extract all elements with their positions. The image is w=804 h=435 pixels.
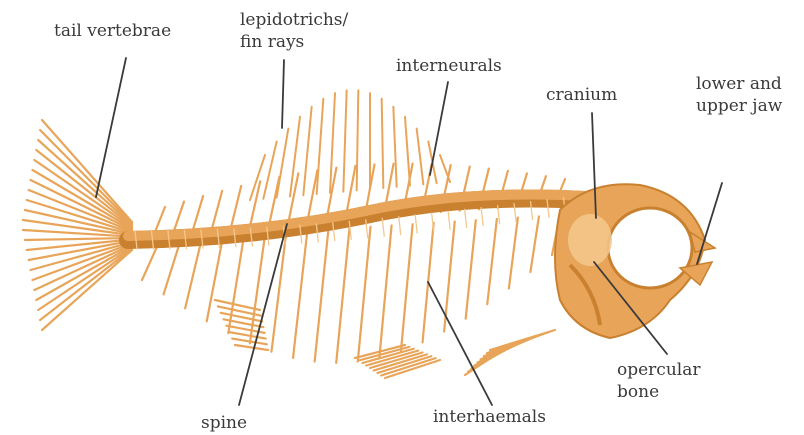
rib-bone — [271, 232, 286, 352]
rib-bone — [509, 218, 518, 289]
dorsal-fin-ray — [393, 107, 396, 187]
dorsal-fin-ray — [357, 90, 359, 190]
neural-spine — [307, 170, 317, 221]
tail-fin-ray — [36, 150, 132, 226]
neural-spine — [193, 196, 203, 229]
vertebra-segment — [382, 218, 384, 236]
dorsal-fin-ray — [317, 99, 324, 194]
vertebra-segment — [415, 215, 417, 233]
label-opercular-bone: opercular bone — [617, 359, 700, 403]
tail-fin — [23, 120, 132, 330]
neural-spine — [174, 201, 184, 230]
neural-spine — [231, 186, 241, 227]
rib-bone — [358, 227, 371, 362]
vertebra-segment — [481, 208, 483, 226]
rib-bone — [336, 228, 349, 363]
label-tail-vertebrae: tail vertebrae — [54, 20, 171, 42]
vertebra-segment — [448, 211, 450, 229]
neural-spine — [269, 177, 279, 224]
leader-interneurals — [430, 82, 448, 175]
label-lepidotrichs: lepidotrichs/ fin rays — [240, 9, 348, 53]
anal-fin-left — [355, 345, 440, 378]
cranium-bone — [568, 214, 612, 266]
label-interhaemals: interhaemals — [433, 406, 546, 428]
pelvic-fin-ray — [235, 345, 268, 350]
dorsal-fin-ray — [263, 141, 276, 198]
vertebral-column — [128, 195, 585, 250]
label-jaw: lower and upper jaw — [696, 73, 782, 117]
rib-bone — [185, 237, 202, 308]
dorsal-fin-ray — [303, 107, 311, 196]
leader-interhaemals — [428, 282, 492, 405]
tail-fin-ray — [38, 247, 132, 310]
rib-bone — [466, 220, 476, 318]
tail-fin-ray — [34, 245, 132, 290]
leader-lepidotrichs — [282, 60, 284, 128]
dorsal-fin — [250, 90, 450, 200]
label-interneurals: interneurals — [396, 55, 502, 77]
rib-bone — [487, 219, 497, 304]
pelvic-fin-ray — [215, 300, 260, 310]
vertebra-segment — [399, 217, 401, 235]
rib-bone — [379, 226, 391, 358]
anal-fin-right — [465, 330, 555, 375]
rib-bone — [530, 216, 539, 272]
neural-spine — [155, 207, 165, 232]
dorsal-fin-ray — [382, 99, 384, 188]
rib-bone — [207, 236, 223, 321]
leader-jaw — [697, 183, 722, 264]
dorsal-fin-ray — [343, 90, 346, 191]
neural-spine — [212, 191, 222, 228]
tail-fin-ray — [25, 238, 132, 240]
rib-bone — [228, 235, 244, 333]
label-cranium: cranium — [546, 84, 617, 106]
anal-fin-ray — [490, 330, 555, 350]
dorsal-fin-ray — [417, 129, 424, 185]
rib-bone — [315, 229, 329, 361]
rib-bone — [293, 231, 307, 358]
neural-spine — [288, 173, 298, 222]
rib-bone — [401, 224, 413, 351]
vertebra-segment — [465, 209, 467, 227]
leader-tail-vertebrae — [96, 58, 126, 197]
neural-spine — [250, 181, 260, 225]
dorsal-fin-ray — [277, 129, 289, 198]
label-spine: spine — [201, 412, 247, 434]
eye-socket — [608, 208, 692, 288]
